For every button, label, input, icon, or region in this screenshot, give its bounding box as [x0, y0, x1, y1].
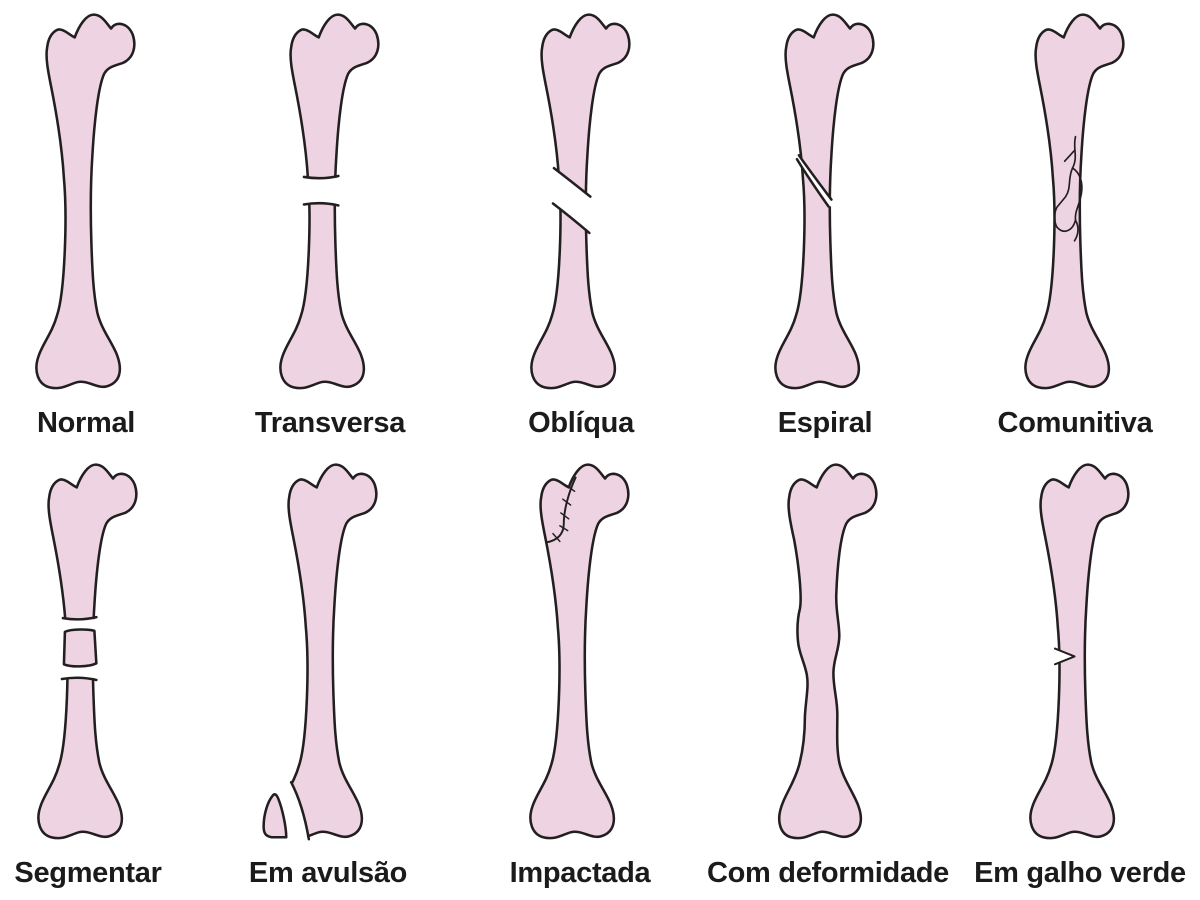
bone-deformity-fracture-illustration	[777, 463, 878, 840]
bone-comminuted-fracture-illustration	[1024, 13, 1125, 390]
fracture-figure-normal: Normal	[0, 0, 240, 450]
fracture-label: Impactada	[509, 857, 651, 889]
bone-impacted-fracture-illustration	[529, 463, 630, 840]
fracture-label: Espiral	[777, 407, 873, 439]
fracture-figure-espiral: Espiral	[720, 0, 960, 450]
bone-greenstick-fracture-illustration	[1029, 463, 1130, 840]
fracture-figure-comunitiva: Comunitiva	[960, 0, 1200, 450]
fracture-label: Oblíqua	[528, 407, 634, 439]
bone-normal-illustration	[35, 13, 136, 390]
fracture-figure-em-avulsao: Em avulsão	[240, 450, 480, 900]
fracture-figure-obliqua: Oblíqua	[480, 0, 720, 450]
fracture-label: Em avulsão	[248, 857, 408, 889]
fracture-figure-impactada: Impactada	[480, 450, 720, 900]
fracture-label: Comunitiva	[997, 407, 1153, 439]
fracture-figure-com-deformidade: Com deformidade	[707, 450, 960, 900]
fracture-label: Em galho verde	[974, 857, 1186, 889]
fracture-label: Segmentar	[14, 857, 162, 889]
bone-oblique-fracture-illustration	[530, 13, 631, 390]
fracture-label: Normal	[36, 407, 136, 439]
fracture-label: Com deformidade	[706, 857, 950, 889]
fracture-figure-segmentar: Segmentar	[0, 450, 240, 900]
bone-transverse-fracture-illustration	[279, 13, 380, 390]
fracture-figure-transversa: Transversa	[240, 0, 480, 450]
bone-spiral-fracture-illustration	[774, 13, 875, 390]
bone-avulsion-fracture-illustration	[262, 463, 378, 841]
fracture-label: Transversa	[254, 407, 406, 439]
bone-segmental-fracture-illustration	[37, 463, 138, 840]
fracture-figure-em-galho-verde: Em galho verde	[960, 450, 1200, 900]
